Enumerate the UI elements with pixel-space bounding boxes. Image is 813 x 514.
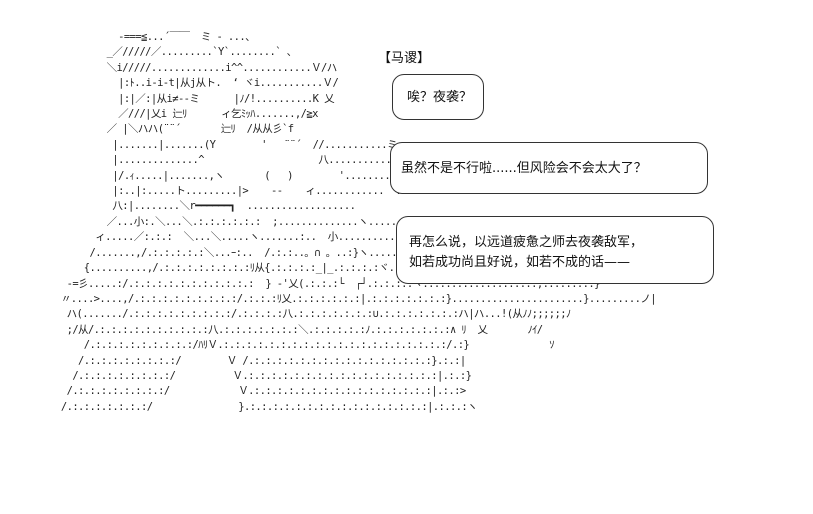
bubble-3-line-1: 再怎么说，以远道疲惫之师去夜袭敌军， [409,235,644,250]
speaker-name-tag: 【马谡】 [378,51,431,66]
speech-bubble-2: 虽然不是不行啦......但风险会不会太大了？ [390,142,708,194]
bubble-2-line-1: 虽然不是不行啦......但风险会不会太大了？ [401,161,647,176]
speech-bubble-1: 唉？夜袭？ [392,74,484,120]
bubble-3-line-2: 如若成功尚且好说，如若不成的话—— [409,255,631,270]
bubble-1-line-1: 唉？夜袭？ [407,90,473,105]
speech-bubble-3: 再怎么说，以远道疲惫之师去夜袭敌军， 如若成功尚且好说，如若不成的话—— [396,216,714,284]
